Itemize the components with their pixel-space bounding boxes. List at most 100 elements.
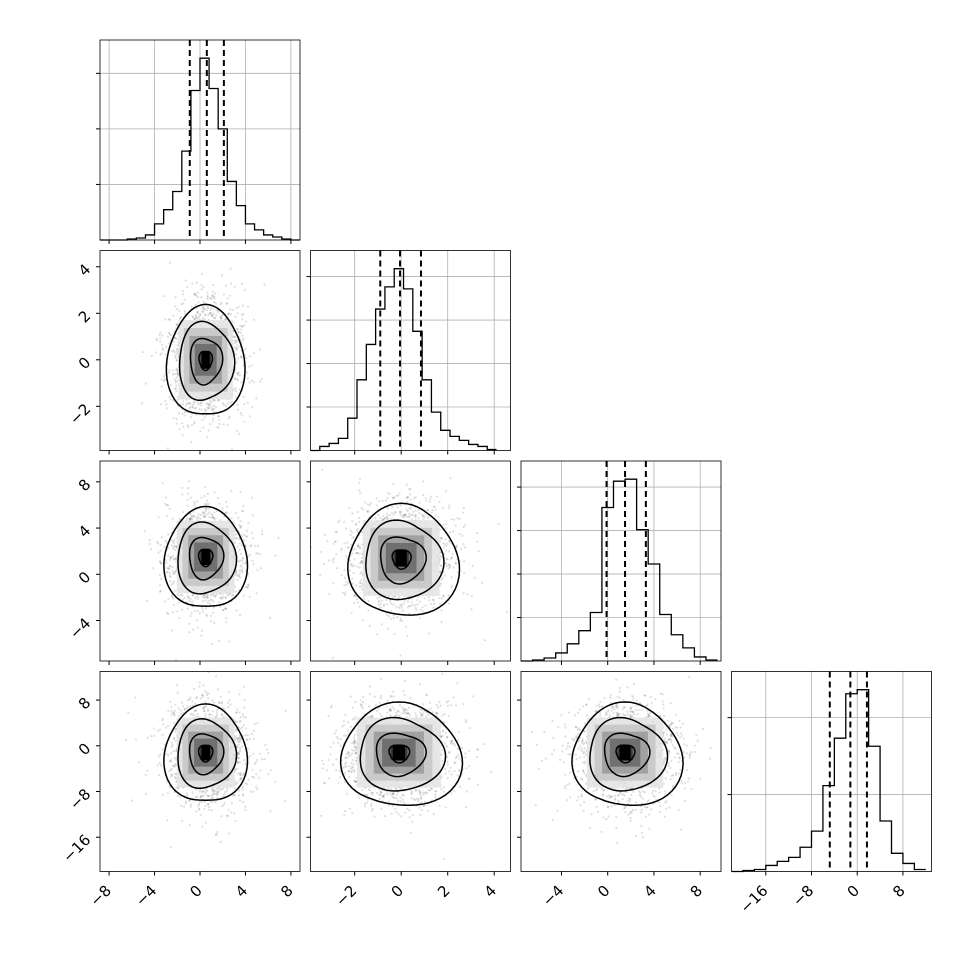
scatter-point — [235, 609, 238, 612]
scatter-point — [218, 422, 221, 426]
scatter-point — [169, 558, 172, 562]
scatter-point — [201, 307, 204, 310]
scatter-point — [238, 388, 241, 391]
scatter-point — [239, 520, 242, 523]
scatter-point — [214, 406, 217, 409]
scatter-point — [163, 295, 166, 298]
scatter-point — [203, 318, 206, 321]
scatter-point — [229, 267, 232, 270]
scatter-point — [356, 545, 359, 548]
scatter-point — [152, 567, 155, 570]
scatter-point — [221, 608, 225, 612]
scatter-point — [409, 493, 412, 496]
hist-panel-0 — [96, 39, 301, 244]
scatter-point — [236, 328, 240, 331]
scatter-point — [189, 614, 192, 618]
scatter-point — [178, 318, 182, 321]
scatter-point — [201, 608, 204, 611]
scatter-point — [236, 545, 239, 548]
scatter-point — [155, 339, 159, 342]
scatter-point — [225, 301, 228, 304]
scatter-point — [192, 403, 195, 406]
scatter-point — [476, 531, 479, 535]
scatter-point — [358, 585, 361, 588]
scatter-point — [391, 596, 394, 599]
scatter-point — [164, 318, 167, 321]
scatter-point — [382, 604, 385, 607]
scatter-point — [462, 506, 465, 510]
scatter-point — [386, 515, 389, 518]
scatter-point — [170, 544, 173, 547]
scatter-point — [224, 607, 227, 610]
scatter-point — [462, 511, 465, 514]
scatter-point — [322, 562, 325, 566]
scatter-point — [161, 482, 164, 485]
scatter-point — [203, 596, 206, 600]
scatter-point — [157, 516, 160, 519]
scatter-point — [234, 315, 237, 318]
scatter-point — [439, 537, 442, 540]
scatter-point — [417, 517, 420, 520]
scatter-point — [196, 597, 199, 600]
scatter-point — [218, 418, 221, 421]
density-peak — [201, 350, 210, 369]
scatter-point — [445, 523, 448, 526]
scatter-point — [241, 325, 244, 328]
scatter-point — [203, 595, 206, 598]
scatter-point — [346, 546, 349, 549]
scatter-point — [174, 557, 177, 560]
scatter-point — [236, 573, 239, 576]
panel-content — [141, 261, 266, 451]
hist-frame — [520, 460, 722, 662]
scatter-point — [204, 314, 207, 317]
scatter-point — [353, 594, 356, 597]
scatter-point — [182, 293, 185, 296]
scatter-point — [328, 592, 331, 595]
scatter-point — [170, 538, 173, 541]
scatter-point — [211, 290, 214, 293]
scatter-point — [388, 493, 391, 496]
panel-content — [310, 468, 509, 660]
scatter-point — [195, 516, 199, 519]
scatter-point — [166, 504, 170, 507]
scatter-point — [432, 606, 435, 609]
scatter-point — [204, 507, 208, 510]
scatter-point — [252, 352, 255, 355]
scatter-point — [172, 558, 175, 561]
scatter-point — [406, 600, 409, 603]
scatter-point — [221, 679, 223, 681]
scatter-point — [173, 336, 177, 339]
scatter-point — [213, 511, 216, 514]
scatter-point — [207, 407, 210, 410]
scatter-point — [163, 373, 166, 376]
scatter-point — [211, 514, 214, 517]
scatter-point — [456, 517, 459, 520]
scatter-point — [173, 544, 176, 547]
scatter-point — [239, 526, 242, 529]
scatter-point — [175, 389, 178, 393]
scatter-point — [405, 483, 408, 486]
scatter-point — [451, 552, 454, 555]
scatter-point — [242, 504, 245, 507]
scatter-point — [235, 340, 238, 343]
scatter-point — [173, 545, 176, 549]
scatter-point — [396, 506, 399, 509]
scatter-point — [205, 596, 209, 599]
scatter-point — [212, 593, 215, 596]
scatter-point — [233, 339, 236, 342]
scatter-point — [206, 291, 209, 294]
scatter-point — [164, 566, 167, 569]
scatter-point — [171, 572, 175, 576]
scatter-point — [193, 421, 196, 424]
scatter-point — [205, 596, 209, 599]
histogram-step — [521, 478, 718, 662]
scatter-point — [454, 562, 457, 565]
scatter-point — [403, 513, 406, 517]
scatter-point — [446, 557, 449, 560]
scatter-point — [212, 407, 215, 410]
scatter-point — [221, 593, 224, 596]
density-contour — [165, 303, 246, 415]
scatter-point — [194, 596, 197, 600]
scatter-point — [198, 313, 202, 316]
scatter-point — [186, 498, 189, 501]
